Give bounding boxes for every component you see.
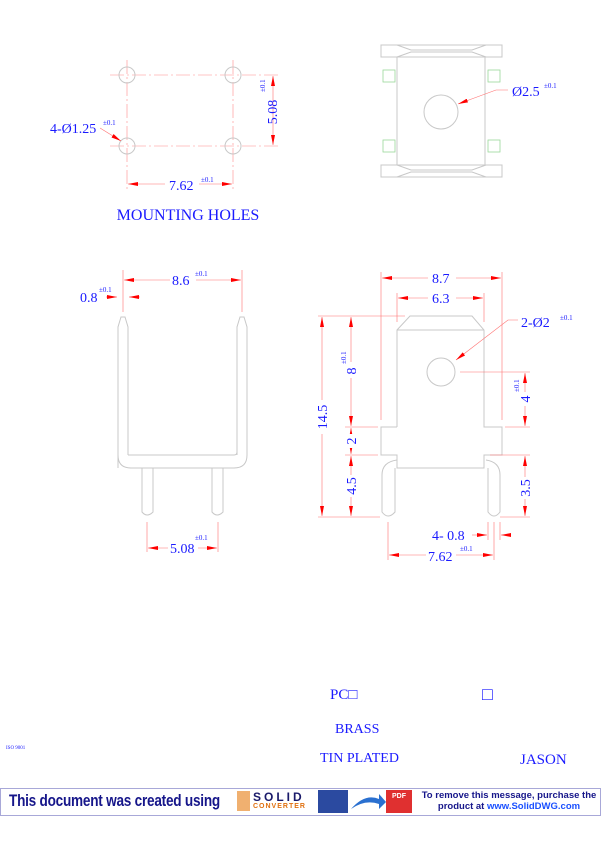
top-view: Ø2.5 ±0.1 — [380, 44, 557, 178]
hole-diameter-label: Ø2.5 — [512, 85, 540, 100]
author-label: JASON — [520, 752, 567, 768]
hole — [224, 66, 242, 84]
pin-exposed-dimension: 3.5 — [519, 479, 534, 497]
svg-text:±0.1: ±0.1 — [103, 119, 116, 127]
svg-text:±0.1: ±0.1 — [460, 545, 473, 553]
flange-height-dimension: 2 — [345, 438, 360, 445]
pdf-icon: PDF — [386, 790, 412, 813]
front-view: 8.6 ±0.1 0.8 ±0.1 5.08 ±0.1 — [80, 270, 248, 557]
dwg-icon — [318, 790, 348, 813]
mounting-holes-view: 5.08 ±0.1 7.62 ±0.1 4-Ø1.25 ±0.1 MOUNTIN… — [50, 60, 281, 224]
logo-s-icon — [237, 791, 250, 811]
total-height-dimension: 14.5 — [316, 405, 331, 430]
box-label: □ — [482, 684, 493, 704]
svg-text:±0.1: ±0.1 — [195, 534, 208, 542]
arrow-icon — [351, 794, 386, 809]
watermark-banner: This document was created using SOLID CO… — [0, 788, 601, 816]
width-dimension: 7.62 — [169, 179, 194, 194]
finish-label: TIN PLATED — [320, 751, 399, 766]
svg-text:±0.1: ±0.1 — [259, 79, 267, 92]
tab-height-dimension: 8 — [345, 368, 360, 375]
hole-diameter-label: 2-Ø2 — [521, 316, 550, 331]
height-dimension: 5.08 — [266, 100, 281, 125]
width-dimension: 8.6 — [172, 274, 190, 289]
center-hole — [423, 94, 459, 130]
pc-label: PC□ — [330, 687, 357, 703]
hole-offset-dimension: 4 — [519, 396, 534, 403]
svg-text:±0.1: ±0.1 — [201, 176, 214, 184]
svg-text:±0.1: ±0.1 — [544, 82, 557, 90]
pin-pitch-dimension: 7.62 — [428, 550, 453, 565]
svg-text:±0.1: ±0.1 — [340, 351, 348, 364]
pin-pitch-dimension: 5.08 — [170, 542, 195, 557]
pin-length-dimension: 4.5 — [345, 477, 360, 495]
iso-label: ISO 9001 — [6, 746, 26, 751]
pin-size-dimension: 4- 0.8 — [432, 529, 465, 544]
hole — [118, 66, 136, 84]
tab-width-dimension: 6.3 — [432, 292, 450, 307]
side-view: 8.7 6.3 14.5 8 ±0.1 2 4.5 4 ±0.1 3.5 4- … — [314, 270, 573, 565]
tab-hole — [426, 357, 456, 387]
soliddwg-link[interactable]: www.SolidDWG.com — [487, 801, 581, 812]
svg-text:±0.1: ±0.1 — [99, 286, 112, 294]
material-label: BRASS — [335, 722, 379, 737]
outer-width-dimension: 8.7 — [432, 272, 450, 287]
hole — [224, 137, 242, 155]
svg-text:±0.1: ±0.1 — [513, 379, 521, 392]
banner-purchase-text: To remove this message, purchase the pro… — [421, 790, 597, 812]
banner-text: This document was created using — [9, 791, 220, 810]
svg-text:±0.1: ±0.1 — [560, 314, 573, 322]
pin-width-dimension: 0.8 — [80, 291, 98, 306]
svg-text:±0.1: ±0.1 — [195, 270, 208, 278]
title-block: PC□ □ BRASS TIN PLATED JASON ISO 9001 — [6, 684, 567, 768]
hole — [118, 137, 136, 155]
mounting-holes-title: MOUNTING HOLES — [117, 207, 260, 224]
hole-size-label: 4-Ø1.25 — [50, 122, 96, 137]
